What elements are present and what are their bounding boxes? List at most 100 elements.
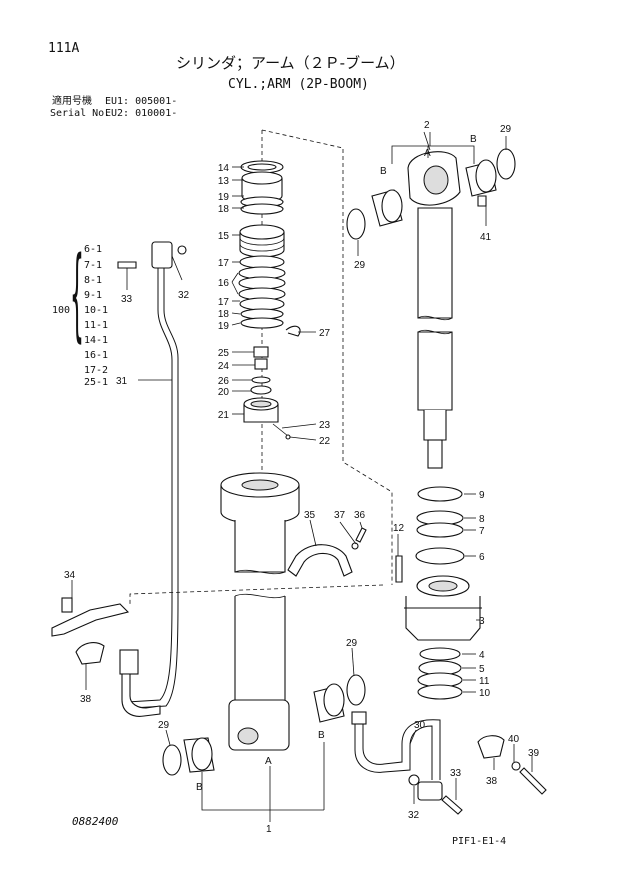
callout-11: 11 <box>479 676 490 687</box>
bushing-13 <box>241 171 283 203</box>
bolt-33-bottom <box>441 795 463 815</box>
callout-29-top-right: 29 <box>500 124 512 135</box>
fitting-left-elbow <box>119 649 161 717</box>
kit-item: 17-2 <box>84 365 109 376</box>
ring-16b <box>238 276 286 290</box>
ring-7 <box>416 522 464 538</box>
o-ring-32-bottom <box>408 774 420 786</box>
grease-nipple-41 <box>477 195 487 207</box>
callout-4: 4 <box>479 650 485 661</box>
callout-20: 20 <box>218 387 230 398</box>
circlip-27 <box>285 325 301 337</box>
leader-lines <box>71 131 533 822</box>
pipe-31 <box>125 248 173 703</box>
washer-37 <box>351 542 359 550</box>
ring-19b <box>240 317 284 329</box>
callout-a-top: A <box>424 148 431 159</box>
kit-item: 9-1 <box>84 290 103 301</box>
callout-33-top: 33 <box>121 294 133 305</box>
bushing-b-top-right <box>465 159 497 197</box>
kit-item: 11-1 <box>84 320 109 331</box>
callout-b-top-left: B <box>380 166 387 177</box>
kit-item: 8-1 <box>84 275 103 286</box>
kit-item: 10-1 <box>84 305 109 316</box>
cylinder-head-flange <box>220 472 300 525</box>
bracket-34 <box>51 603 130 637</box>
callout-6: 6 <box>479 552 485 563</box>
callout-14: 14 <box>218 163 230 174</box>
callout-b-bottom: B <box>196 782 203 793</box>
kit-item: 16-1 <box>84 350 109 361</box>
callout-33-bottom: 33 <box>450 768 462 779</box>
ring-17b <box>239 297 285 311</box>
callout-37: 37 <box>334 510 346 521</box>
callout-23: 23 <box>319 420 331 431</box>
callout-29-mid: 29 <box>346 638 358 649</box>
ring-18 <box>240 203 284 215</box>
callout-29-bottom-left: 29 <box>158 720 170 731</box>
serial-label-jp: 適用号機 <box>52 96 92 107</box>
title-english: CYL.;ARM (2P-BOOM) <box>228 77 369 92</box>
ring-10 <box>417 684 463 700</box>
seal-29-left <box>162 744 182 776</box>
ring-4 <box>419 647 461 661</box>
callout-18b: 18 <box>218 309 230 320</box>
bolt-33-top <box>117 261 137 269</box>
bracket-34-tab <box>61 597 73 613</box>
bushing-b-left <box>183 737 215 773</box>
assembly-dash-line <box>129 584 384 606</box>
page-code: 111A <box>48 41 80 56</box>
callout-17b: 17 <box>218 297 230 308</box>
screw-22 <box>272 423 289 437</box>
cylinder-bottom-eye <box>228 699 290 751</box>
pipe-30-fitting <box>351 711 367 725</box>
callout-38-left: 38 <box>80 694 92 705</box>
callout-10: 10 <box>479 688 491 699</box>
callout-labels: 14 13 19 18 15 17 16 17 18 19 27 25 24 2… <box>64 120 540 835</box>
callout-30: 30 <box>414 720 426 731</box>
callout-22: 22 <box>319 436 331 447</box>
bracket-35 <box>287 544 353 577</box>
nut-25 <box>253 346 269 370</box>
bolt-36 <box>355 527 367 543</box>
seal-29-mid <box>346 674 366 706</box>
callout-41: 41 <box>480 232 492 243</box>
callout-24: 24 <box>218 361 230 372</box>
rod-break <box>417 315 453 321</box>
serial-label-en: Serial No. <box>50 108 111 119</box>
ring-17 <box>239 255 285 269</box>
callout-b-top-right: B <box>470 134 477 145</box>
flange-31 <box>151 241 173 269</box>
bushing-b-mid <box>313 683 345 723</box>
kit-item: 6-1 <box>84 244 103 255</box>
callout-19b: 19 <box>218 321 230 332</box>
piston-rod-upper <box>417 207 453 319</box>
nut-21 <box>243 397 279 423</box>
kit-brace: { <box>70 240 84 356</box>
ball-23 <box>285 434 291 440</box>
kit-item: 7-1 <box>84 260 103 271</box>
callout-31: 31 <box>116 376 128 387</box>
callout-38-right: 38 <box>486 776 498 787</box>
callout-36: 36 <box>354 510 366 521</box>
callout-7: 7 <box>479 526 485 537</box>
callout-27: 27 <box>319 328 331 339</box>
callout-32-top: 32 <box>178 290 190 301</box>
serial-eu1: EU1: 005001- <box>105 96 178 107</box>
callout-35: 35 <box>304 510 316 521</box>
flange-30 <box>417 781 443 801</box>
rod-eye <box>407 151 461 206</box>
callout-32-bottom: 32 <box>408 810 420 821</box>
rod-cover-3 <box>404 575 482 641</box>
callout-40: 40 <box>508 734 520 745</box>
kit-item: 14-1 <box>84 335 109 346</box>
callout-21: 21 <box>218 410 230 421</box>
kit-item: 25-1 <box>84 377 109 388</box>
callout-1: 1 <box>266 824 272 835</box>
callout-18: 18 <box>218 204 230 215</box>
drawing-number: 0882400 <box>72 815 119 828</box>
piston-rod-lower <box>417 331 453 411</box>
assembly-dash-line <box>261 129 393 585</box>
callout-25: 25 <box>218 348 230 359</box>
